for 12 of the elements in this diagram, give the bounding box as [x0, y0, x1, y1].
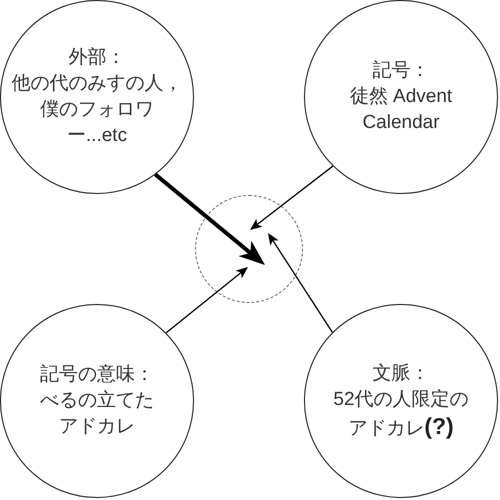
node-text: 52代の人限定のアドカレ(?) [332, 388, 470, 441]
arrow [154, 172, 265, 265]
node-text: 他の代のみすの人，僕のフォロワー...etc [10, 72, 184, 148]
arrow [250, 166, 334, 230]
arrow [268, 233, 333, 333]
node-text: 徒然 Advent Calendar [348, 85, 454, 135]
node-heading: 文脈： [372, 362, 430, 386]
node-heading: 外部： [68, 46, 126, 70]
arrow [166, 267, 248, 334]
node-heading: 記号： [372, 59, 430, 83]
node-heading: 記号の意味： [40, 363, 154, 387]
node-text: べるの立てたアドカレ [39, 389, 155, 439]
